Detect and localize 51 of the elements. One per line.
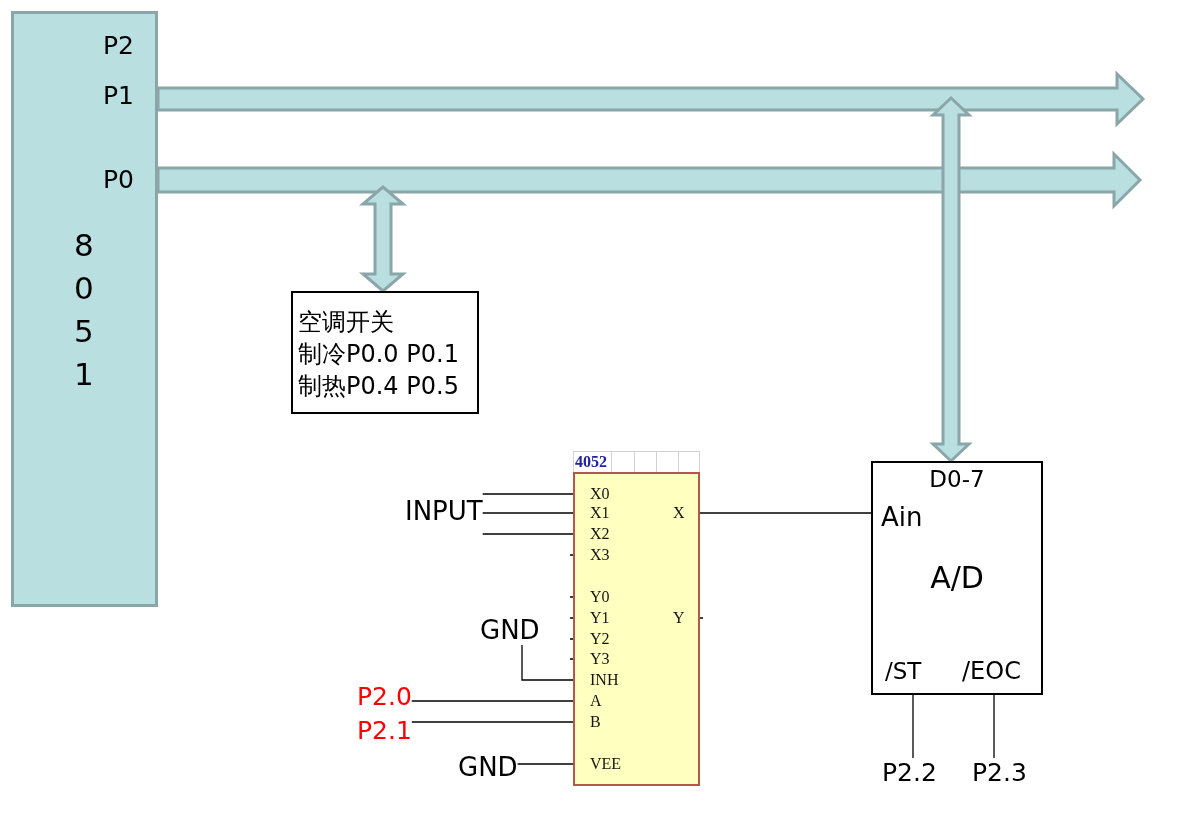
- pin-label: /ST: [885, 657, 922, 685]
- wire: [411, 700, 574, 702]
- bus-arrow: [156, 150, 1143, 210]
- pin-label: Y: [673, 609, 685, 627]
- net-label: GND: [458, 752, 518, 782]
- pin-label: X: [673, 504, 685, 522]
- note-text: 制冷P0.0 P0.1: [298, 339, 459, 370]
- wire: [912, 694, 914, 759]
- chip-name: 8051: [73, 226, 95, 394]
- wire: [482, 512, 574, 514]
- bus-arrow: [358, 185, 408, 293]
- pin-label: A: [590, 692, 602, 710]
- pin-label: D0-7: [929, 466, 985, 492]
- net-label: P2.1: [357, 716, 412, 746]
- pin-label: Y3: [590, 650, 610, 668]
- bus-arrow: [929, 95, 973, 464]
- note-text: 制热P0.4 P0.5: [298, 371, 459, 402]
- wire: [521, 644, 574, 681]
- note-box: [291, 291, 479, 414]
- converter-block: [871, 461, 1043, 695]
- pin-label: /EOC: [962, 657, 1021, 685]
- pin-label: Y1: [590, 609, 610, 627]
- net-label: P2.2: [882, 758, 937, 788]
- net-label: P2.3: [972, 758, 1027, 788]
- net-label: INPUT: [405, 487, 483, 535]
- pin-label: VEE: [590, 755, 622, 773]
- pin-label: X3: [590, 546, 610, 564]
- pin-label: B: [590, 713, 601, 731]
- wire: [411, 721, 574, 723]
- port-label: P0: [103, 166, 134, 194]
- part-number: 4052: [575, 453, 607, 471]
- wire: [993, 694, 995, 759]
- pin-label: X0: [590, 485, 610, 503]
- wire: [482, 493, 574, 495]
- bus-arrow: [156, 70, 1146, 128]
- pin-label: Y2: [590, 630, 610, 648]
- pin-label: INH: [590, 671, 619, 689]
- microcontroller-block: [11, 11, 158, 607]
- wire: [699, 512, 872, 514]
- port-label: P2: [103, 32, 134, 60]
- net-label: P2.0: [357, 682, 412, 712]
- wire: [482, 533, 574, 535]
- pin-label: X1: [590, 504, 610, 522]
- port-label: P1: [103, 82, 134, 110]
- pin-label: X2: [590, 525, 610, 543]
- wire: [516, 763, 574, 765]
- note-text: 空调开关: [298, 307, 394, 338]
- pin-label: Ain: [881, 502, 923, 532]
- pin-label: Y0: [590, 588, 610, 606]
- net-label: GND: [480, 615, 540, 645]
- block-title: A/D: [930, 560, 984, 596]
